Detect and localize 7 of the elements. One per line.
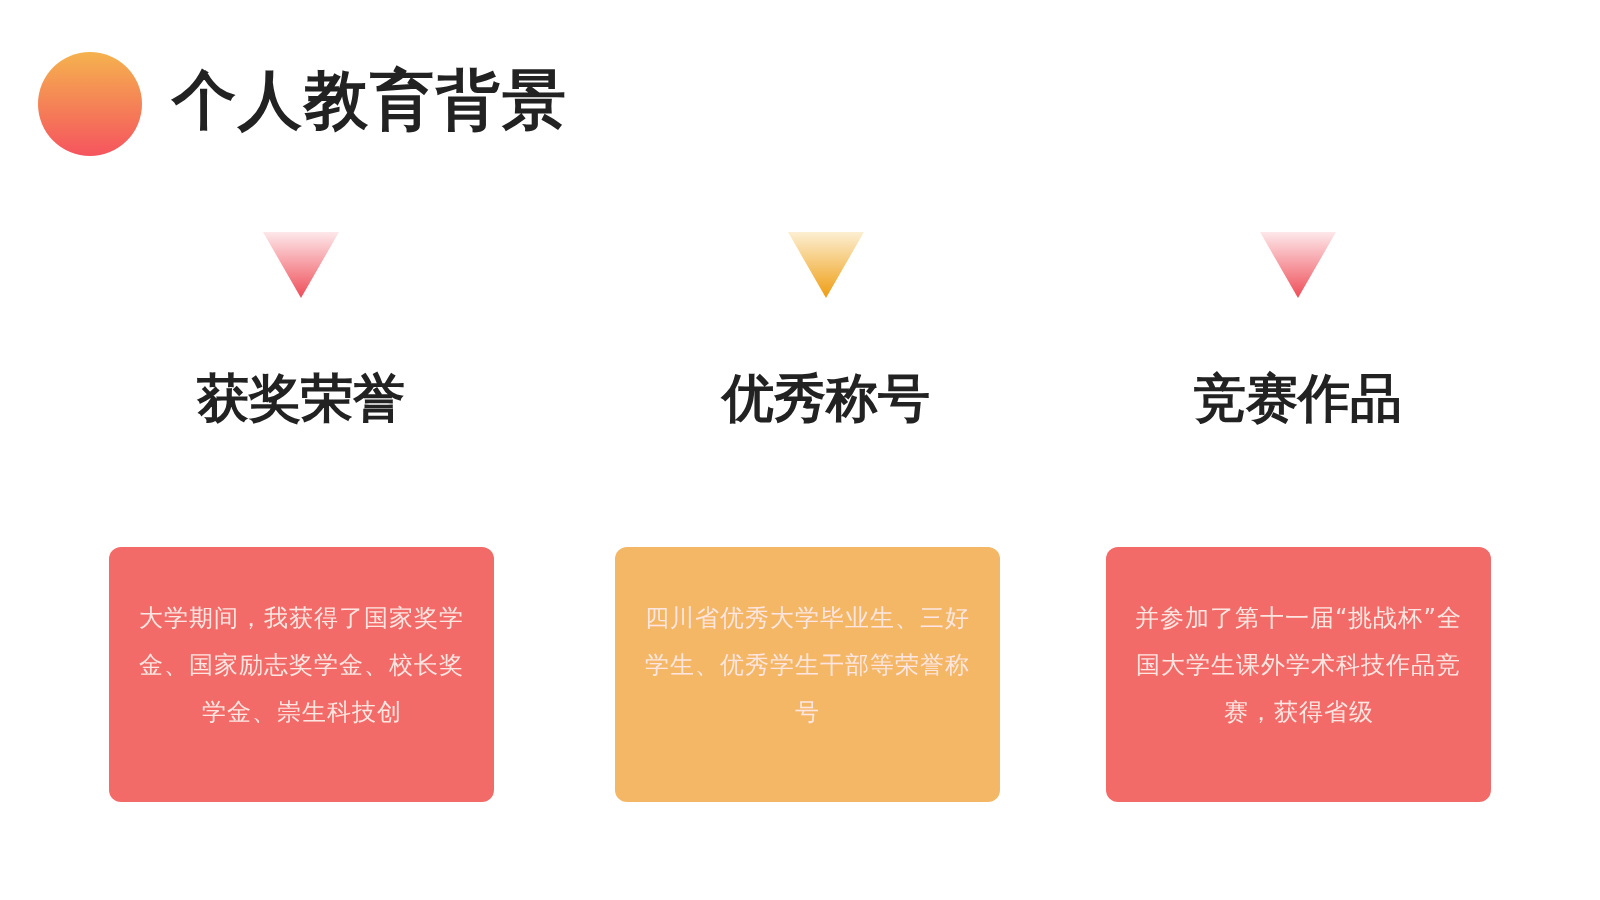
text-card: 四川省优秀大学毕业生、三好学生、优秀学生干部等荣誉称号 — [615, 547, 1000, 802]
section-heading: 竞赛作品 — [1193, 367, 1403, 430]
section-heading: 优秀称号 — [720, 367, 931, 430]
text-card: 大学期间，我获得了国家奖学金、国家励志奖学金、校长奖学金、崇生科技创 — [109, 547, 494, 802]
page-title: 个人教育背景 — [172, 62, 568, 139]
text-card: 并参加了第十一届“挑战杯”全国大学生课外学术科技作品竞赛，获得省级 — [1106, 547, 1491, 802]
section-heading: 获奖荣誉 — [196, 367, 406, 430]
